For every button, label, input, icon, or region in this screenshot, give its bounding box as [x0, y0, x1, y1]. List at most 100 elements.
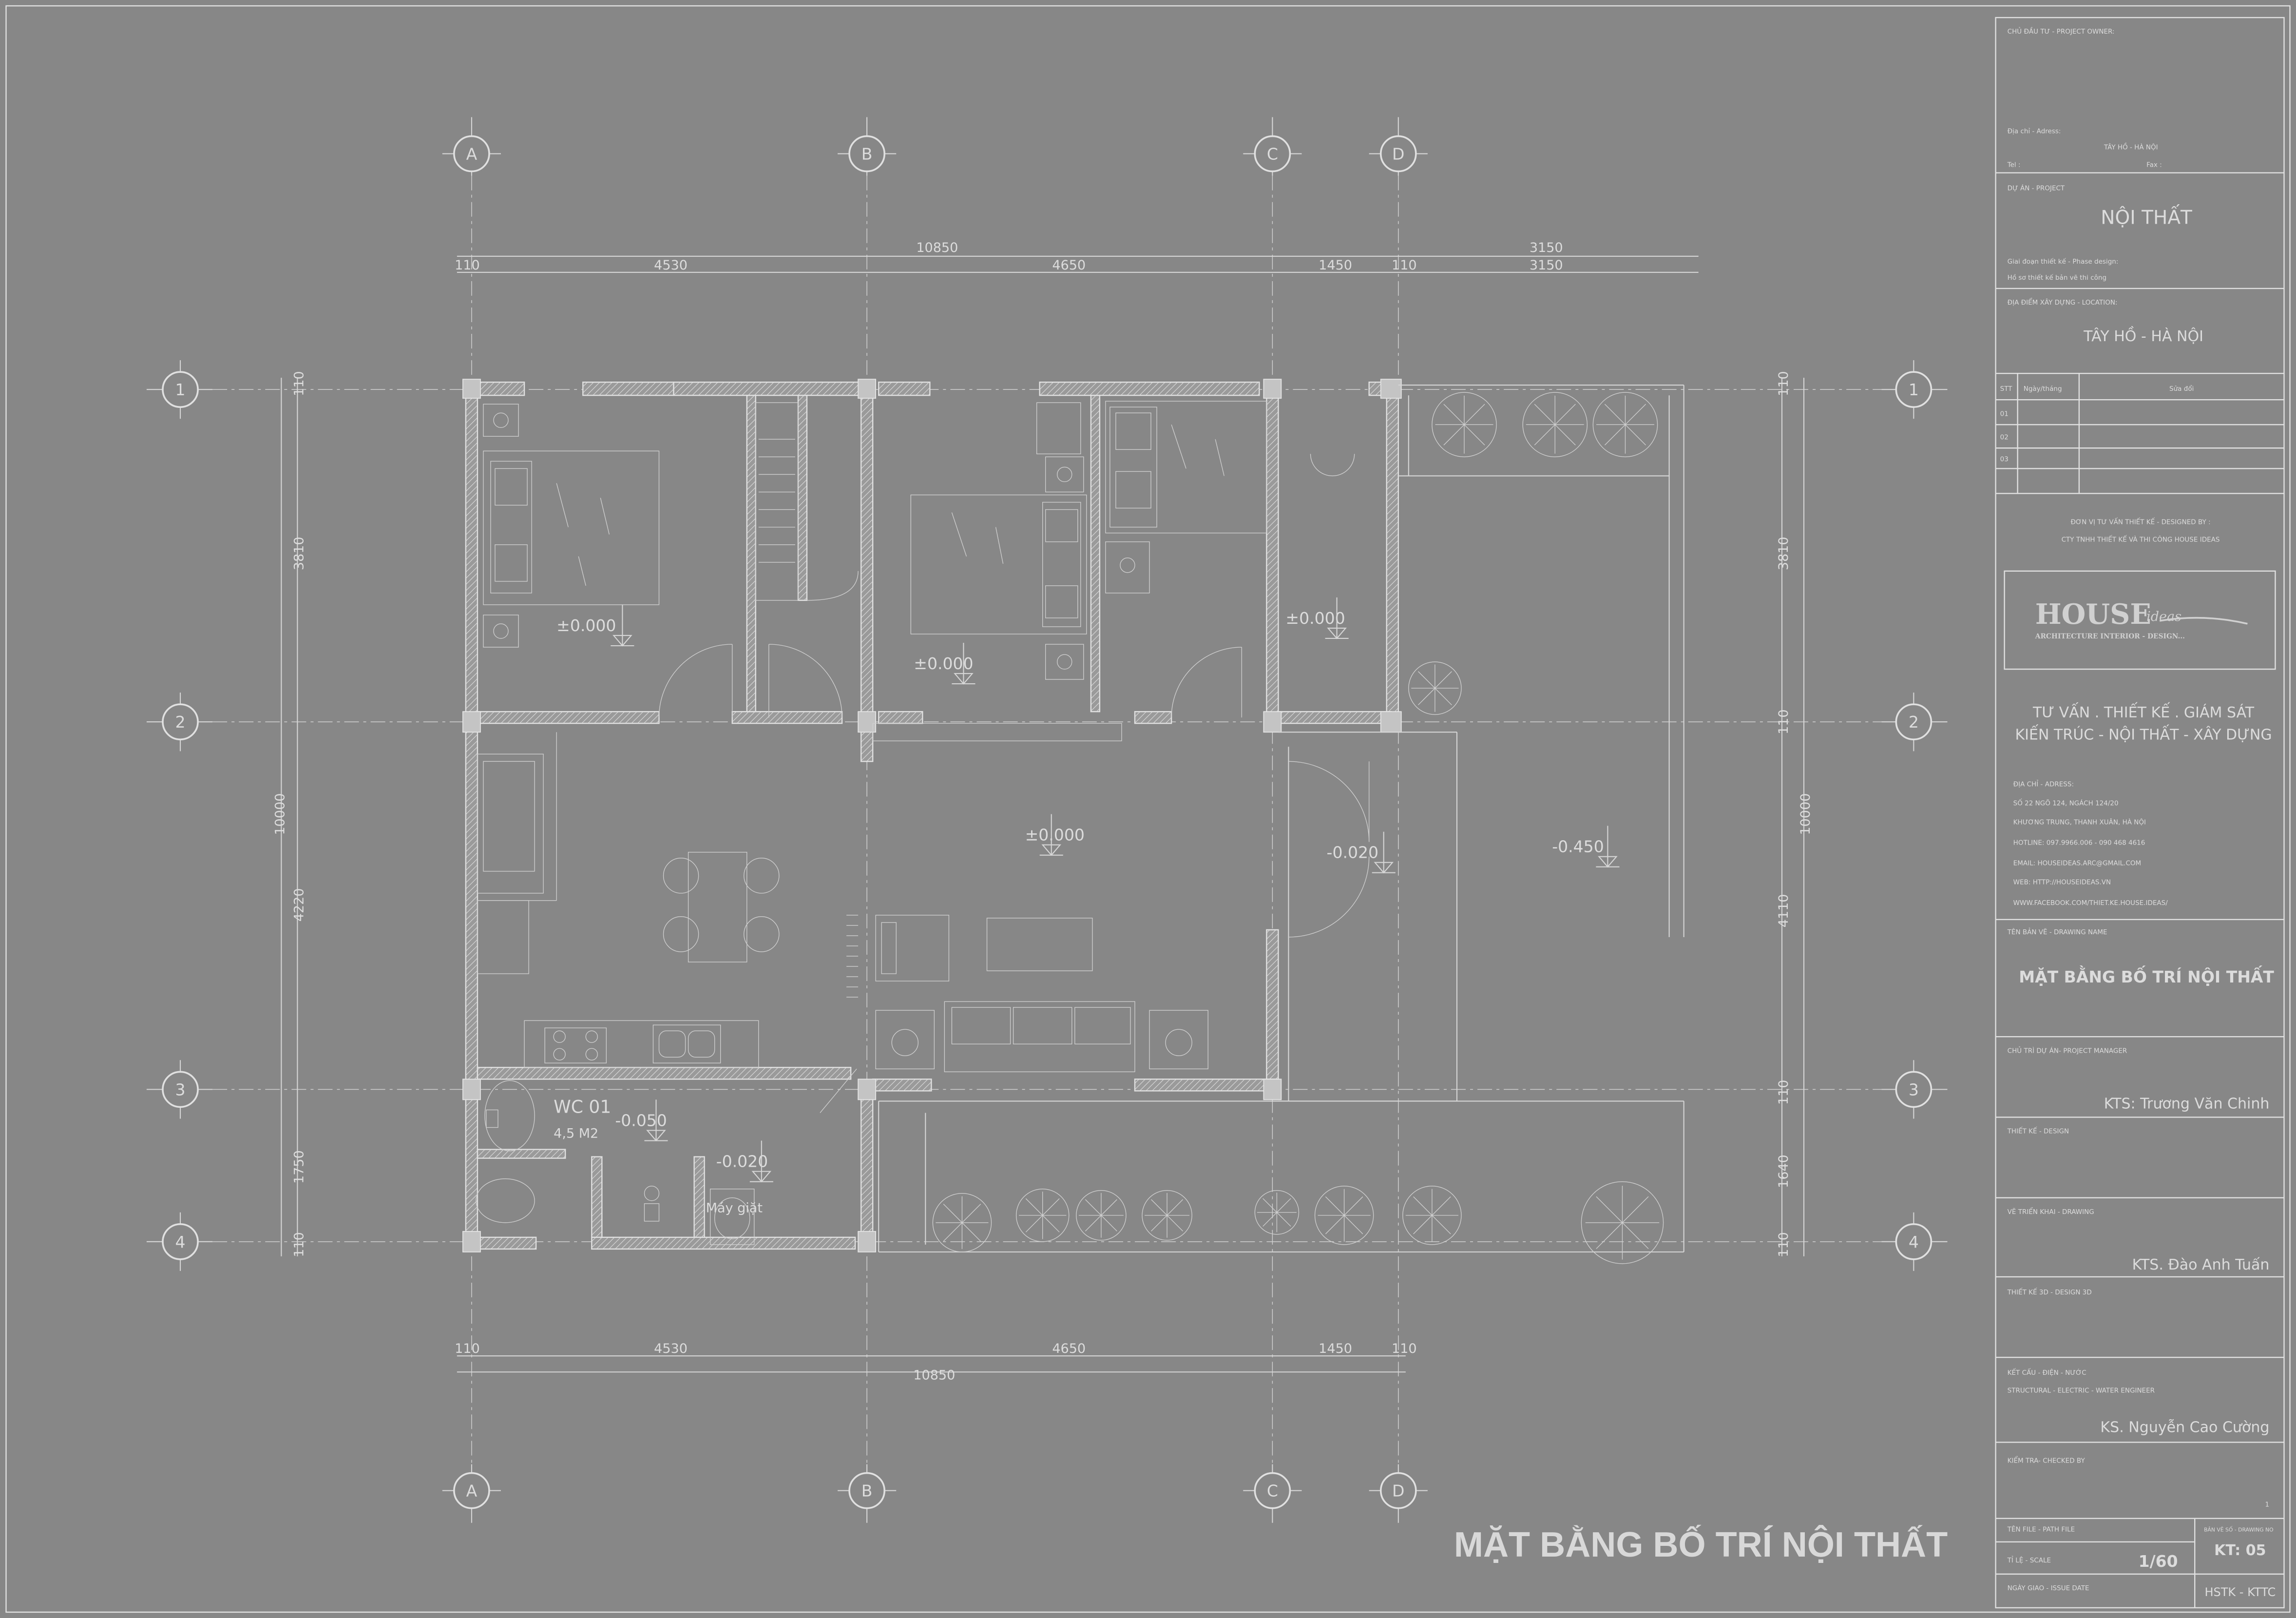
svg-text:ARCHITECTURE INTERIOR - DESIGN: ARCHITECTURE INTERIOR - DESIGN... — [2035, 633, 2185, 640]
title-block: CHỦ ĐẦU TƯ - PROJECT OWNER: Địa chỉ - Ad… — [1995, 17, 2285, 1609]
issue-date-label: NGÀY GIAO - ISSUE DATE — [2008, 1583, 2089, 1592]
svg-text:B: B — [861, 144, 873, 163]
drawing-value: KTS. Đào Anh Tuấn — [2132, 1256, 2270, 1273]
svg-text:1: 1 — [1909, 380, 1919, 399]
axis-bubble-2-left: 2 — [162, 703, 199, 741]
svg-text:4650: 4650 — [1052, 1341, 1086, 1356]
company-email: EMAIL: HOUSEIDEAS.ARC@GMAIL.COM — [2013, 860, 2142, 867]
svg-text:110: 110 — [455, 1341, 480, 1356]
tree-icon — [1408, 661, 1462, 715]
axis-bubble-d-top: D — [1379, 135, 1417, 173]
address-value: TÂY HỒ - HÀ NỘI — [2104, 142, 2158, 151]
grid-bubbles: A B C D A B C D 1 2 3 4 1 2 3 4 — [162, 135, 1932, 1509]
tree-icon — [932, 1193, 992, 1252]
level-symbol-icon — [611, 604, 634, 647]
drawing-name-label: TÊN BẢN VẼ - DRAWING NAME — [2007, 927, 2107, 936]
svg-text:110: 110 — [1776, 1232, 1791, 1257]
company-facebook: WWW.FACEBOOK.COM/THIET.KE.HOUSE.IDEAS/ — [2013, 899, 2168, 907]
project-value: NỘI THẤT — [2101, 204, 2192, 229]
tree-icon — [1432, 392, 1497, 458]
axis-bubble-3-right: 3 — [1895, 1071, 1932, 1108]
level-symbol-icon — [952, 642, 976, 685]
company-web: WEB: HTTP://HOUSEIDEAS.VN — [2013, 879, 2111, 886]
svg-text:110: 110 — [1776, 709, 1791, 734]
svg-text:1450: 1450 — [1319, 1341, 1352, 1356]
tree-icon — [1592, 392, 1658, 458]
svg-text:3810: 3810 — [291, 537, 306, 570]
svg-text:110: 110 — [455, 258, 480, 273]
structural-label: KẾT CẤU - ĐIỆN - NƯỚC — [2008, 1368, 2086, 1377]
structural-label-en: STRUCTURAL - ELECTRIC - WATER ENGINEER — [2008, 1387, 2155, 1394]
drawing-title: MẶT BẰNG BỐ TRÍ NỘI THẤT — [1454, 1524, 1948, 1564]
level-symbol-icon — [1039, 814, 1063, 856]
level-garden: -0.450 — [1552, 837, 1604, 856]
tree-icon — [1076, 1190, 1127, 1241]
structural-value: KS. Nguyễn Cao Cường — [2100, 1419, 2269, 1436]
svg-text:3150: 3150 — [1530, 258, 1563, 273]
revision-header-change: Sửa đổi — [2169, 385, 2194, 393]
scale-label: TỈ LỆ - SCALE — [2007, 1556, 2051, 1564]
svg-text:2: 2 — [1909, 713, 1919, 732]
level-symbol-icon — [1372, 831, 1396, 874]
tree-icon — [1314, 1185, 1374, 1245]
revision-row: 01 — [2000, 410, 2009, 418]
svg-text:3: 3 — [175, 1080, 186, 1099]
tree-icon — [1015, 1188, 1070, 1242]
svg-text:3: 3 — [1909, 1080, 1919, 1099]
project-label: DỰ ÁN - PROJECT — [2008, 184, 2065, 193]
wc-fixtures — [476, 1080, 755, 1245]
svg-text:10850: 10850 — [916, 240, 958, 255]
axis-bubble-4-right: 4 — [1895, 1223, 1932, 1260]
drawing-no-label: BẢN VẼ SỐ - DRAWING NO — [2204, 1526, 2274, 1533]
level-laundry: -0.020 — [716, 1152, 768, 1171]
axis-bubble-b-bottom: B — [848, 1472, 885, 1509]
level-wc: -0.050 — [615, 1111, 667, 1130]
axis-bubble-1-left: 1 — [162, 371, 199, 408]
svg-text:1450: 1450 — [1319, 258, 1352, 273]
phase-label: Giai đoạn thiết kế - Phase design: — [2008, 257, 2119, 266]
room-name-wc: WC 01 — [554, 1097, 611, 1117]
svg-text:D: D — [1392, 144, 1404, 163]
svg-text:1750: 1750 — [291, 1150, 306, 1184]
location-label: ĐỊA ĐIỂM XÂY DỰNG - LOCATION: — [2008, 297, 2118, 307]
svg-text:4220: 4220 — [291, 888, 306, 922]
axis-bubble-a-bottom: A — [453, 1472, 490, 1509]
level-living: ±0.000 — [1025, 826, 1085, 845]
manager-value: KTS: Trương Văn Chinh — [2104, 1095, 2270, 1112]
tree-icon — [1522, 392, 1588, 458]
tree-icon — [1254, 1190, 1300, 1235]
level-symbol-icon — [1325, 597, 1349, 639]
services-line-1: TƯ VẤN . THIẾT KẾ . GIÁM SÁT — [2032, 702, 2255, 721]
checked-label: KIỂM TRA- CHECKED BY — [2008, 1456, 2086, 1465]
sheet-border — [5, 5, 2291, 1613]
svg-text:2: 2 — [175, 713, 186, 732]
level-symbol-icon — [644, 1099, 668, 1142]
location-value: TÂY HỒ - HÀ NỘI — [2083, 326, 2203, 345]
scale-value: 1/60 — [2139, 1552, 2178, 1571]
manager-label: CHỦ TRÌ DỰ ÁN- PROJECT MANAGER — [2008, 1045, 2127, 1055]
level-entry: -0.020 — [1327, 843, 1378, 862]
company-address-line: ĐỊA CHỈ - ADRESS: — [2013, 779, 2074, 788]
company-address-line: SỐ 22 NGÕ 124, NGÁCH 124/20 — [2013, 798, 2119, 807]
svg-text:110: 110 — [291, 1232, 306, 1257]
dimension-lines — [281, 255, 1805, 1373]
svg-text:1640: 1640 — [1776, 1155, 1791, 1188]
svg-text:10850: 10850 — [913, 1368, 955, 1383]
svg-text:110: 110 — [291, 371, 306, 396]
svg-text:A: A — [466, 1482, 478, 1501]
level-symbol-icon — [749, 1140, 773, 1183]
axis-bubble-d-bottom: D — [1379, 1472, 1417, 1509]
nightstands — [483, 402, 1150, 680]
svg-text:110: 110 — [1776, 371, 1791, 396]
axis-bubble-b-top: B — [848, 135, 885, 173]
site-lines — [878, 385, 1684, 1252]
svg-text:4110: 4110 — [1776, 894, 1791, 927]
svg-text:110: 110 — [1392, 258, 1417, 273]
tv-console — [872, 723, 1122, 741]
phase-value: Hồ sơ thiết kế bản vẽ thi công — [2008, 273, 2106, 282]
kitchen-counter — [477, 732, 759, 1068]
design-label: THIẾT KẾ - DESIGN — [2007, 1126, 2069, 1136]
axis-bubble-a-top: A — [453, 135, 490, 173]
axis-bubble-c-top: C — [1254, 135, 1291, 173]
drawing-name-value: MẶT BẰNG BỐ TRÍ NỘI THẤT — [2019, 964, 2274, 986]
